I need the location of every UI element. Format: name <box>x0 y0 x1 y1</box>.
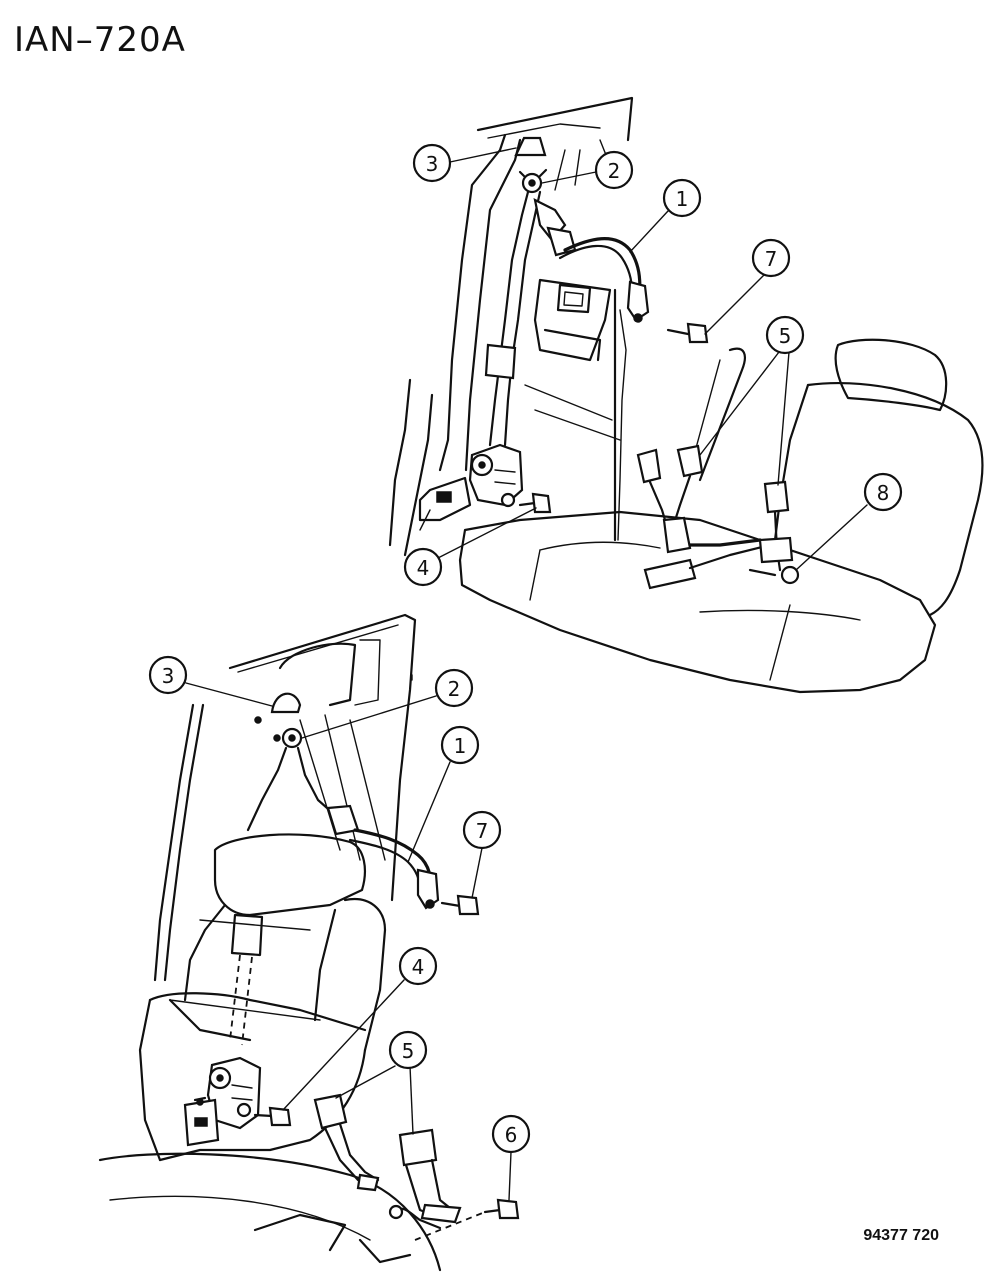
svg-text:1: 1 <box>676 187 689 211</box>
upper-retractor <box>468 443 524 508</box>
svg-text:2: 2 <box>448 677 461 701</box>
leader-lines <box>185 147 868 1201</box>
svg-text:5: 5 <box>779 324 792 348</box>
upper-belt-bolt <box>666 322 709 344</box>
callout-bottom-1: 1 <box>440 725 480 765</box>
callout-top-7: 7 <box>751 238 791 278</box>
upper-anchor-bolt <box>518 168 548 194</box>
lower-pillar-panel <box>153 613 417 982</box>
svg-text:7: 7 <box>765 247 778 271</box>
lower-retractor-bolt <box>253 1106 292 1127</box>
svg-text:6: 6 <box>505 1123 518 1147</box>
upper-lower-anchor-bolt <box>518 492 552 514</box>
figure-reference-number: 94377 720 <box>863 1227 939 1244</box>
callout-bottom-2: 2 <box>434 668 474 708</box>
svg-text:1: 1 <box>454 734 467 758</box>
callout-top-1: 1 <box>662 178 702 218</box>
rear-bench-seat <box>458 288 984 694</box>
front-bucket-seat <box>98 833 442 1272</box>
lower-retractor <box>183 1056 262 1147</box>
svg-text:3: 3 <box>426 152 439 176</box>
svg-text:3: 3 <box>162 664 175 688</box>
upper-assembly <box>388 96 984 694</box>
lower-buckles <box>313 1093 462 1230</box>
callout-bottom-7: 7 <box>462 810 502 850</box>
callout-top-2: 2 <box>594 150 634 190</box>
svg-text:5: 5 <box>402 1039 415 1063</box>
callout-bottom-6: 6 <box>491 1114 531 1154</box>
lower-belt-bolt <box>440 894 480 916</box>
lower-anchor-cover <box>270 692 302 714</box>
callout-top-4: 4 <box>403 547 443 587</box>
diagram-code: IAN–720A <box>14 20 186 60</box>
lower-floor-bolt <box>414 1198 520 1241</box>
lower-anchor-bolt <box>273 727 303 749</box>
svg-text:4: 4 <box>412 955 425 979</box>
callout-bottom-4: 4 <box>398 946 438 986</box>
callout-top-5: 5 <box>765 315 805 355</box>
callout-top-3: 3 <box>412 143 452 183</box>
svg-text:2: 2 <box>608 159 621 183</box>
upper-anchor-cover <box>514 136 547 157</box>
upper-center-buckles <box>636 444 800 590</box>
lower-shoulder-belt <box>246 746 440 910</box>
svg-text:4: 4 <box>417 556 430 580</box>
callout-top-8: 8 <box>863 472 903 512</box>
upper-shoulder-belt <box>484 190 650 447</box>
callout-bottom-3: 3 <box>148 655 188 695</box>
callout-bottom-5: 5 <box>388 1030 428 1070</box>
upper-trim-panel <box>533 278 627 541</box>
svg-text:7: 7 <box>476 819 489 843</box>
svg-text:8: 8 <box>877 481 890 505</box>
lower-assembly <box>98 613 520 1272</box>
